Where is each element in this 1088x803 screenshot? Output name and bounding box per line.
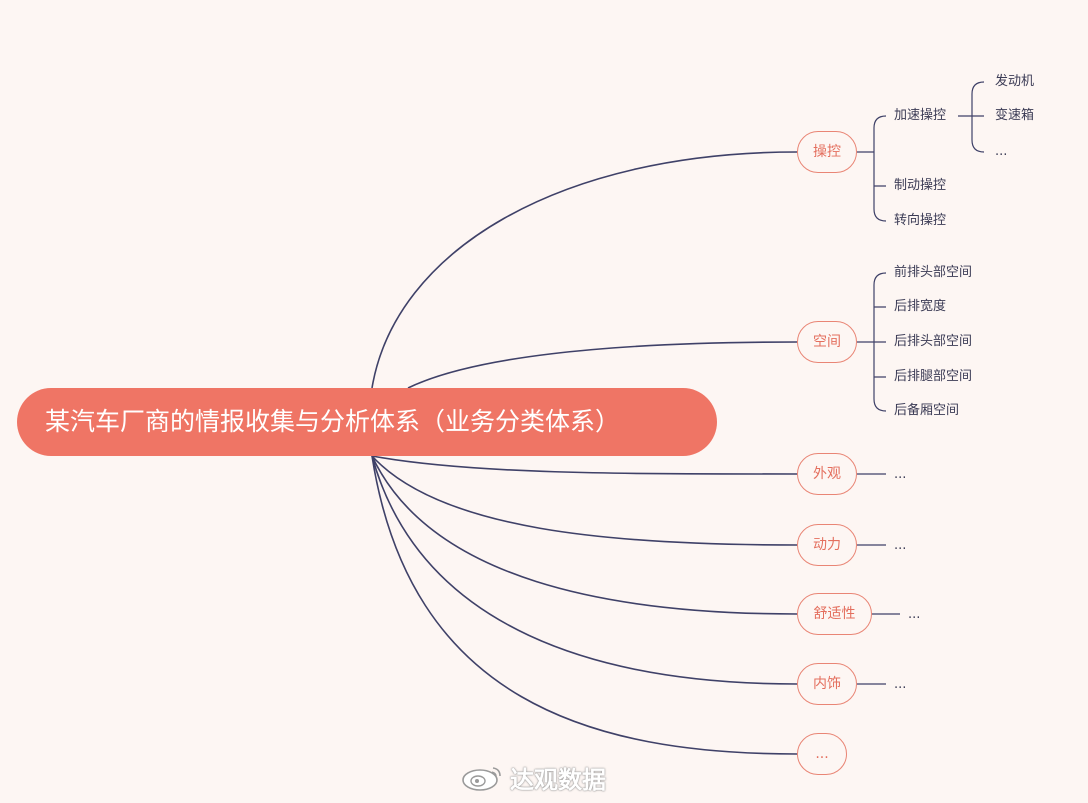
connector-root-dongli — [371, 455, 798, 546]
leaf-jiasu-caokong[interactable]: 加速操控 — [894, 108, 947, 123]
leaf-houbeixiang[interactable]: 后备厢空间 — [894, 403, 960, 418]
leaf-qianpai-toubu[interactable]: 前排头部空间 — [894, 265, 973, 280]
leaf-dongli-more[interactable]: ... — [894, 538, 907, 553]
leaf-zhidong-caokong[interactable]: 制动操控 — [894, 178, 947, 193]
leaf-shushixing-more[interactable]: ... — [908, 607, 921, 622]
watermark-text: 达观数据 — [510, 765, 606, 794]
leaf-houpai-tuibu[interactable]: 后排腿部空间 — [894, 369, 973, 384]
root-topic[interactable]: 某汽车厂商的情报收集与分析体系（业务分类体系） — [17, 388, 717, 456]
leaf-zhuanxiang-caokong[interactable]: 转向操控 — [894, 213, 947, 228]
connector-jiasu-children — [958, 81, 985, 153]
leaf-biansuxiang[interactable]: 变速箱 — [995, 108, 1035, 123]
connector-root-shushixing — [371, 455, 798, 615]
branch-waiguan[interactable]: 外观 — [797, 453, 857, 495]
connector-root-waiguan — [371, 455, 798, 475]
connector-kongjian-children — [857, 272, 887, 412]
connector-root-caokong — [371, 151, 798, 389]
leaf-fadongji[interactable]: 发动机 — [995, 74, 1035, 89]
branch-dongli[interactable]: 动力 — [797, 524, 857, 566]
branch-caokong[interactable]: 操控 — [797, 131, 857, 173]
watermark: 达观数据 — [460, 760, 606, 794]
connector-root-more — [371, 455, 798, 755]
connector-root-neishi — [371, 455, 798, 685]
connector-root-kongjian — [407, 341, 798, 389]
leaf-houpai-kuandu[interactable]: 后排宽度 — [894, 299, 947, 314]
weibo-icon — [462, 767, 501, 791]
leaf-houpai-toubu[interactable]: 后排头部空间 — [894, 334, 973, 349]
leaf-waiguan-more[interactable]: ... — [894, 467, 907, 482]
branch-kongjian[interactable]: 空间 — [797, 321, 857, 363]
leaf-neishi-more[interactable]: ... — [894, 677, 907, 692]
connector-caokong-children — [857, 115, 887, 222]
branch-more[interactable]: ... — [797, 733, 847, 775]
branch-shushixing[interactable]: 舒适性 — [797, 593, 872, 635]
branch-neishi[interactable]: 内饰 — [797, 663, 857, 705]
leaf-jiasu-more[interactable]: ... — [995, 144, 1008, 159]
